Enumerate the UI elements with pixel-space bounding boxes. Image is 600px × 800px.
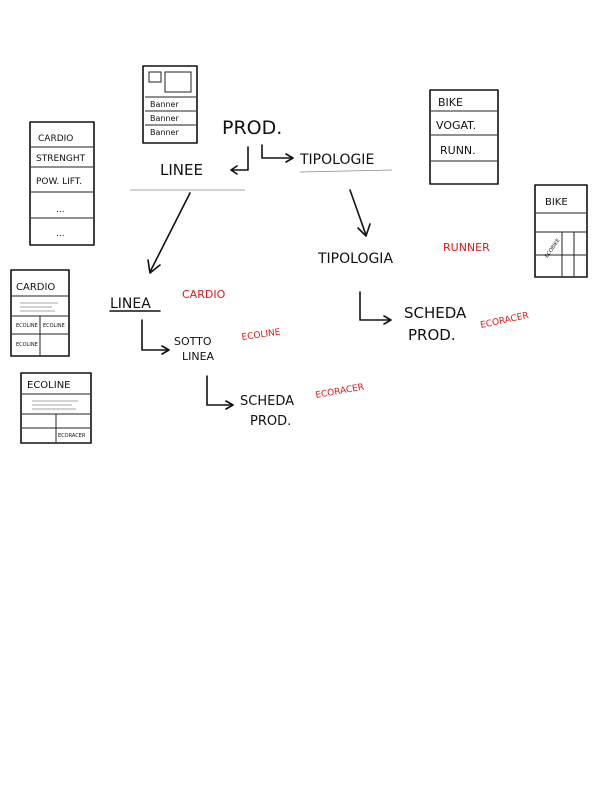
sotto-tag: ECOLINE: [241, 328, 281, 343]
ecoline-page-wireframe: ECOLINE ECORACER: [20, 372, 92, 444]
tipologie-list-row-2: VOGAT.: [436, 119, 476, 132]
scheda-left-tag: ECORACER: [315, 383, 365, 401]
home-wireframe: Banner Banner Banner: [142, 65, 198, 144]
cardio-page-title: CARDIO: [16, 282, 55, 293]
sotto-connector: [141, 319, 169, 351]
sotto-label-1: SOTTO: [174, 335, 212, 348]
ecoline-page-cell: ECORACER: [58, 433, 86, 439]
linee-label: LINEE: [160, 161, 203, 179]
right-branch-arrow: [349, 189, 367, 236]
tipologie-label: TIPOLOGIE: [299, 152, 374, 168]
tipologie-list-wireframe: BIKE VOGAT. RUNN.: [429, 89, 499, 185]
left-branch-arrow-head: [147, 259, 161, 274]
right-branch-arrow-head: [357, 223, 371, 237]
scheda-right-label-2: PROD.: [408, 326, 456, 344]
cardio-page-cell-3: ECOLINE: [16, 342, 38, 348]
cardio-page-wireframe: CARDIO ECOLINE ECOLINE ECOLINE: [10, 269, 70, 357]
scheda-left-label-2: PROD.: [250, 414, 291, 429]
linee-connector: [231, 146, 249, 171]
linee-list-row-5: ...: [56, 229, 65, 239]
left-branch-arrow: [149, 192, 191, 273]
tipologie-underline: [299, 169, 393, 173]
sotto-arrow-head: [161, 345, 170, 355]
cardio-page-cell-1: ECOLINE: [16, 323, 38, 329]
scheda-left-connector: [206, 375, 233, 406]
ecoline-page-title: ECOLINE: [27, 380, 71, 391]
tipologia-label: TIPOLOGIA: [317, 251, 393, 267]
linee-list-row-2: STRENGHT: [36, 154, 86, 164]
tipologie-list-row-1: BIKE: [438, 96, 463, 109]
home-row-1: Banner: [150, 100, 179, 109]
linee-list-row-1: CARDIO: [38, 134, 73, 144]
scheda-left-label-1: SCHEDA: [240, 394, 294, 409]
linee-list-row-4: ...: [56, 205, 65, 215]
home-row-2: Banner: [150, 114, 179, 123]
scheda-right-arrow-head: [383, 315, 392, 325]
bike-page-title: BIKE: [545, 197, 568, 208]
linee-arrow-head: [230, 165, 238, 175]
linee-list-wireframe: CARDIO STRENGHT POW. LIFT. ... ...: [29, 121, 95, 246]
scheda-right-label-1: SCHEDA: [404, 304, 467, 322]
prod-label: PROD.: [222, 117, 282, 139]
sotto-label-2: LINEA: [182, 350, 215, 363]
left-branch: LINEA CARDIO SOTTO LINEA ECOLINE SCHEDA …: [109, 288, 365, 429]
tipologie-arrow-head: [285, 153, 294, 163]
tipologie-connector: [261, 144, 293, 159]
linea-label: LINEA: [110, 296, 151, 312]
linee-list-row-3: POW. LIFT.: [36, 177, 82, 187]
scheda-left-arrow-head: [225, 400, 234, 410]
bike-page-wireframe: BIKE ECOBIKE: [534, 184, 588, 278]
right-branch: TIPOLOGIA RUNNER SCHEDA PROD. ECORACER: [317, 241, 530, 344]
linea-tag: CARDIO: [182, 288, 226, 301]
scheda-right-tag: ECORACER: [480, 311, 530, 331]
cardio-page-cell-2: ECOLINE: [43, 323, 65, 329]
home-row-3: Banner: [150, 128, 179, 137]
center-hierarchy: PROD. LINEE TIPOLOGIE: [130, 117, 393, 274]
scheda-right-connector: [359, 291, 391, 321]
bike-page-tag: ECOBIKE: [544, 238, 561, 259]
tipologia-tag: RUNNER: [443, 241, 490, 254]
tipologie-list-row-3: RUNN.: [440, 144, 476, 157]
